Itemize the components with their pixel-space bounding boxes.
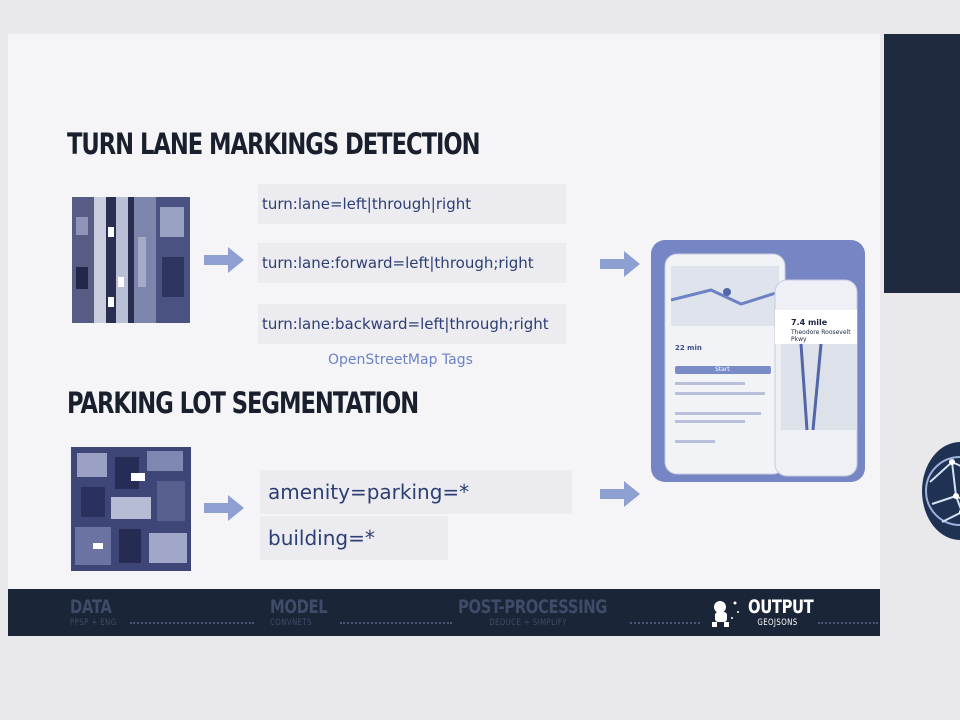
pipeline-stage-post-processing: POST-PROCESSING DEDUCE + SIMPLIFY [458, 596, 608, 628]
parking-satellite-image [71, 447, 191, 571]
logo-globe-icon [922, 442, 960, 540]
pipeline-connector [340, 622, 452, 626]
astronaut-icon [712, 601, 739, 627]
phone-nav-distance: 7.4 mile [791, 318, 828, 327]
turn-lane-tag-1: turn:lane=left|through|right [258, 184, 566, 224]
arrow-right-icon [204, 495, 244, 521]
phone-mockup-card: 7.4 mile Theodore Roosevelt Pkwy 22 min … [651, 240, 865, 482]
pipeline-stage-model: MODEL CONVNETS [270, 596, 328, 628]
pipeline-connector [130, 622, 254, 626]
phone-start-button: Start [715, 366, 730, 373]
osm-tags-caption: OpenStreetMap Tags [328, 352, 473, 368]
turn-lane-tag-2: turn:lane:forward=left|through;right [258, 243, 566, 283]
arrow-right-icon [204, 247, 244, 273]
pipeline-connector [630, 622, 700, 626]
pipeline-connector [818, 622, 878, 626]
pipeline-footer [8, 589, 880, 636]
phone-eta: 22 min [675, 344, 702, 352]
phone-nav-street: Theodore Roosevelt Pkwy [791, 329, 851, 343]
arrow-right-icon [600, 251, 640, 277]
parking-tag-2: building=* [260, 516, 448, 560]
turn-lane-tag-3: turn:lane:backward=left|through;right [258, 304, 566, 344]
pipeline-stage-data: DATA PPSP + ENG [70, 596, 117, 628]
parking-tag-1: amenity=parking=* [260, 470, 572, 514]
side-panel [884, 34, 960, 293]
parking-heading: PARKING LOT SEGMENTATION [67, 386, 419, 420]
pipeline-stage-output: OUTPUT GEOJSONS [748, 596, 814, 628]
turn-lane-satellite-image [72, 197, 190, 323]
arrow-right-icon [600, 481, 640, 507]
turn-lane-heading: TURN LANE MARKINGS DETECTION [67, 127, 481, 161]
